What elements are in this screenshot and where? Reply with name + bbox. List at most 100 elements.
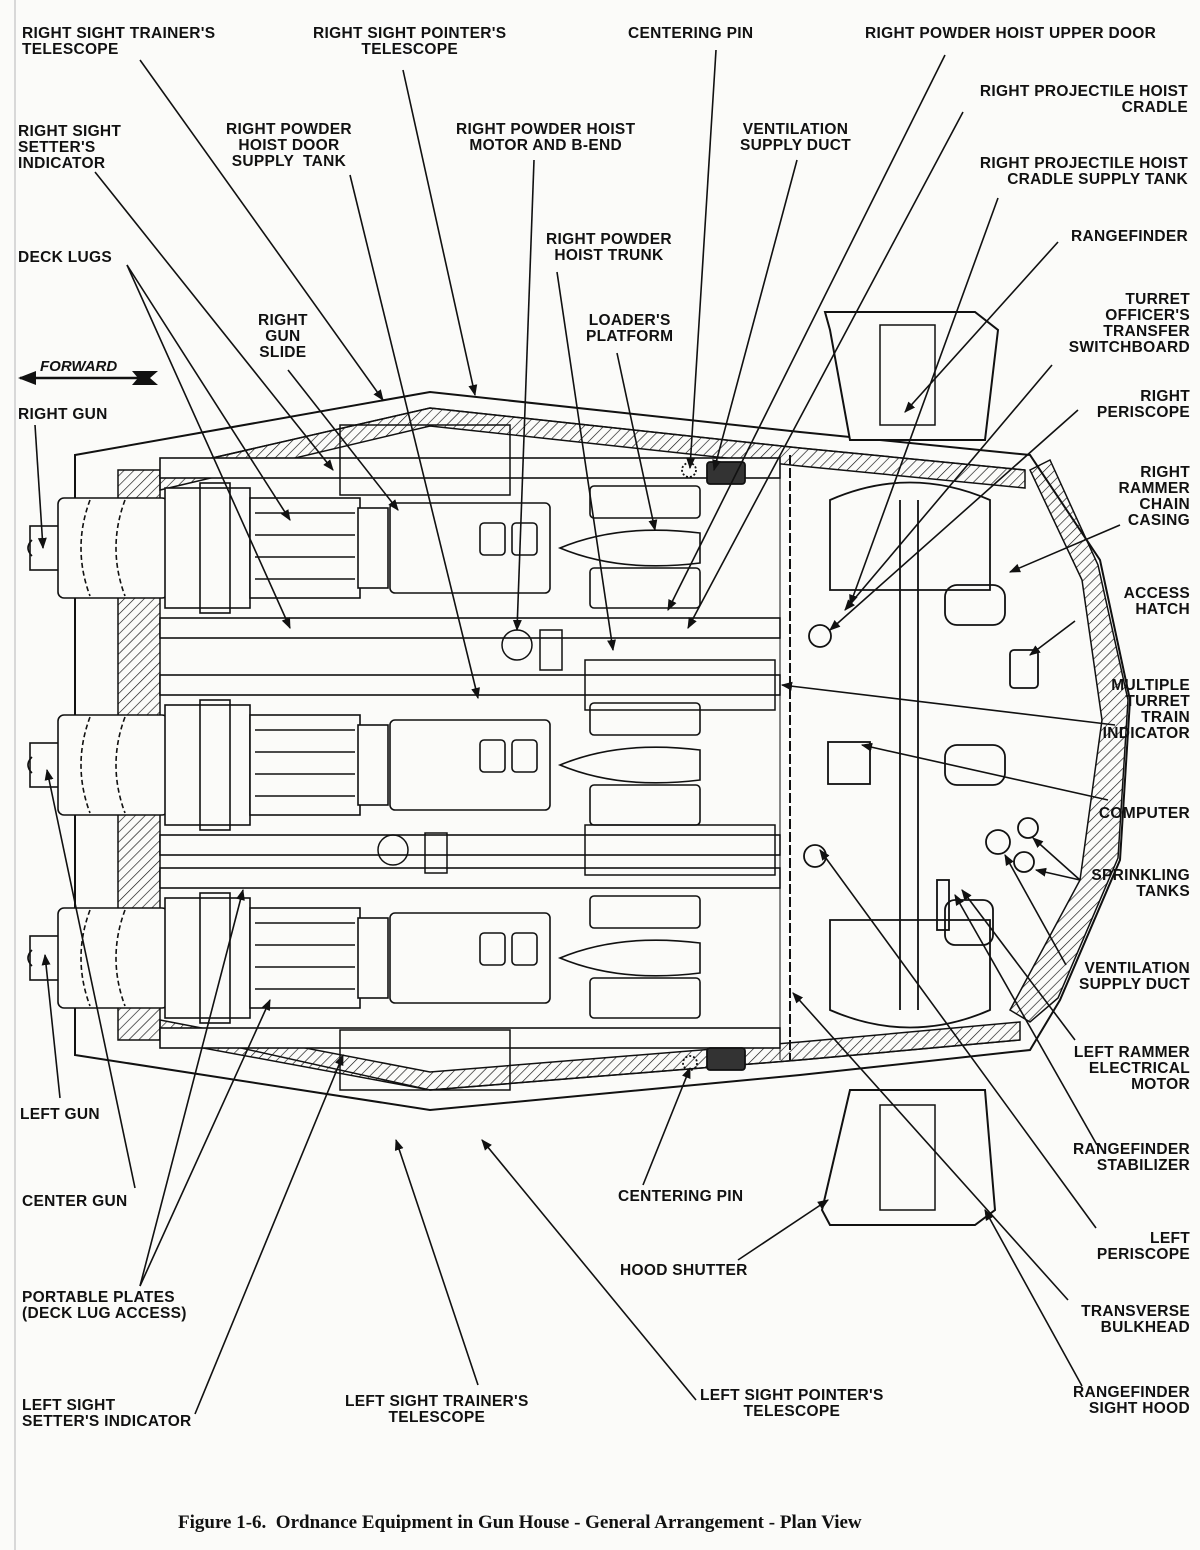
leader-right-powder-hoist-upper-door (667, 54, 946, 612)
forward-label: FORWARD (40, 358, 118, 375)
label-right-projectile-hoist-cradle: RIGHT PROJECTILE HOIST CRADLE (979, 83, 1188, 116)
label-right-powder-hoist-upper-door: RIGHT POWDER HOIST UPPER DOOR (865, 25, 1157, 42)
loader-tray (589, 895, 701, 929)
label-centering-pin-top: CENTERING PIN (628, 25, 754, 42)
label-right-gun-slide: RIGHT GUN SLIDE (258, 312, 308, 361)
leader-right-rammer-chain-casing (1008, 524, 1121, 573)
gun-trunnion (199, 482, 231, 614)
leader-computer (860, 742, 1109, 801)
label-hood-shutter: HOOD SHUTTER (620, 1262, 748, 1279)
left-powder-hoist-motor (377, 834, 409, 866)
leader-turret-officers-transfer-switchboard (844, 364, 1053, 611)
label-right-powder-hoist-trunk: RIGHT POWDER HOIST TRUNK (546, 231, 672, 264)
gun-slide-upper (159, 674, 781, 696)
leader-left-periscope (819, 849, 1097, 1229)
right-sight-stand (339, 424, 511, 496)
left-b-end (424, 832, 448, 874)
leader-rangefinder-sight-hood (984, 1209, 1083, 1387)
gun-breech-housing (389, 502, 551, 594)
label-right-projectile-hoist-cradle-supply-tank: RIGHT PROJECTILE HOIST CRADLE SUPPLY TAN… (979, 155, 1188, 188)
leader-right-powder-hoist-trunk (556, 271, 616, 652)
breech-window-1 (479, 522, 506, 556)
breech-window-2 (511, 739, 538, 773)
leader-right-sight-trainers-telescope (139, 59, 384, 401)
gun-breech-block (357, 724, 389, 806)
leader-portable-plates-1 (139, 888, 245, 1287)
gun-slide-lower (159, 617, 781, 639)
gun-breech-housing (389, 719, 551, 811)
gun-trunnion-cradle (164, 704, 251, 826)
leader-right-powder-hoist-motor-b-end (512, 159, 535, 632)
gun-trunnion-cradle (164, 897, 251, 1019)
right-hood-rangefinder-body (879, 324, 936, 426)
leader-access-hatch (1029, 620, 1076, 656)
rear-armor-plate (1009, 458, 1129, 1023)
leader-center-gun (44, 768, 136, 1189)
left-sight-hood (820, 1089, 997, 1226)
leader-transverse-bulkhead (792, 992, 1069, 1301)
label-right-powder-hoist-motor-b-end: RIGHT POWDER HOIST MOTOR AND B-END (456, 121, 636, 154)
gun-yoke (80, 909, 126, 1007)
train-indicator-motor (944, 744, 1006, 786)
projectile (557, 746, 701, 784)
center-gun (27, 674, 781, 856)
leader-right-projectile-hoist-cradle-supply-tank (849, 197, 999, 607)
label-deck-lugs: DECK LUGS (18, 249, 112, 266)
right-rammer-motor (944, 584, 1006, 626)
label-rangefinder-stabilizer: RANGEFINDER STABILIZER (1073, 1141, 1190, 1174)
right-sight-hood (823, 311, 1000, 441)
gun-breech-housing (389, 912, 551, 1004)
left-hood-rangefinder-body (879, 1104, 936, 1211)
leader-sprinkling-tanks-1 (1032, 837, 1081, 881)
leader-ventilation-supply-duct-right (1004, 854, 1067, 966)
label-rangefinder: RANGEFINDER (1071, 228, 1188, 245)
label-multiple-turret-train-indicator: MULTIPLE TURRET TRAIN INDICATOR (1102, 677, 1190, 742)
leader-multiple-turret-train-indicator (780, 681, 1116, 726)
label-left-sight-trainers-telescope: LEFT SIGHT TRAINER'S TELESCOPE (345, 1393, 529, 1426)
label-right-gun: RIGHT GUN (18, 406, 108, 423)
leader-left-sight-pointers-telescope (481, 1139, 697, 1401)
leader-right-sight-setters-indicator (94, 171, 334, 471)
gun-slide-lower (159, 834, 781, 856)
guns-group (27, 424, 781, 1091)
leader-centering-pin-bottom (642, 1066, 691, 1186)
leader-left-rammer-electrical-motor (961, 889, 1076, 1041)
muzzle-break-icon (27, 756, 33, 774)
access-hatch-shape (1009, 649, 1039, 689)
loader-tray (589, 702, 701, 736)
leader-loaders-platform (616, 352, 658, 532)
projectile (557, 529, 701, 567)
leader-centering-pin-top (686, 49, 717, 470)
label-left-periscope: LEFT PERISCOPE (1096, 1230, 1190, 1263)
leader-ventilation-supply-duct-top (712, 159, 798, 472)
label-right-sight-trainers-telescope: RIGHT SIGHT TRAINER'S TELESCOPE (22, 25, 216, 58)
label-left-rammer-electrical-motor: LEFT RAMMER ELECTRICAL MOTOR (1073, 1044, 1190, 1093)
left-powder-hoist-trunk (584, 824, 776, 876)
gun-recoil-cylinder (249, 714, 361, 816)
leader-right-periscope (829, 409, 1079, 631)
leader-right-projectile-hoist-cradle (687, 111, 964, 629)
breech-window-2 (511, 932, 538, 966)
page-edge (14, 0, 16, 1550)
label-right-periscope: RIGHT PERISCOPE (1096, 388, 1190, 421)
label-right-sight-pointers-telescope: RIGHT SIGHT POINTER'S TELESCOPE (313, 25, 507, 58)
projectile (557, 939, 701, 977)
right-b-end (539, 629, 563, 671)
ventilation-duct-bottom (706, 1047, 746, 1071)
gun-barrel-housing (57, 497, 169, 599)
armor-plating (117, 407, 1129, 1091)
leader-right-powder-hoist-door-supply-tank (349, 174, 480, 700)
powder-tray (589, 977, 701, 1019)
gun-house-outer-wall (74, 390, 1132, 1112)
breech-window-1 (479, 932, 506, 966)
label-loaders-platform: LOADER'S PLATFORM (586, 312, 674, 345)
leader-portable-plates-2 (139, 998, 271, 1287)
muzzle-break-icon (27, 539, 33, 557)
label-ventilation-supply-duct-right: VENTILATION SUPPLY DUCT (1079, 960, 1190, 993)
leader-left-sight-trainers-telescope (394, 1138, 479, 1386)
left-periscope (803, 844, 827, 868)
leader-sprinkling-tanks-2 (1034, 867, 1081, 881)
leader-left-sight-setters-indicator (194, 1053, 344, 1415)
transverse-bulkhead (779, 455, 791, 1060)
